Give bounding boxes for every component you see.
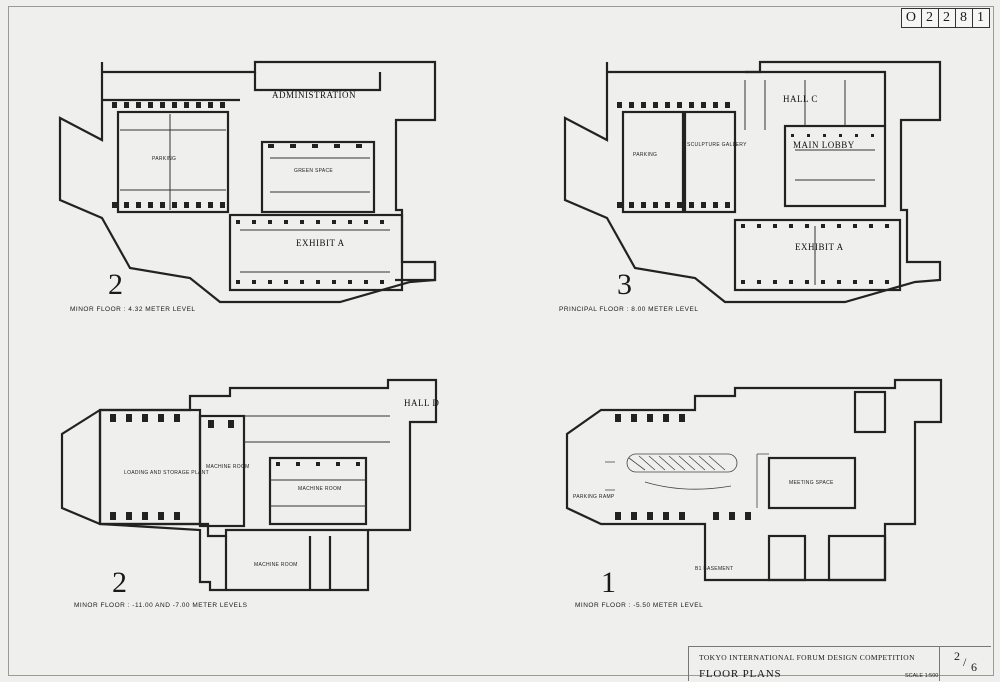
- sheet-number-total: 6: [971, 660, 977, 674]
- drawing-number-part: 8: [955, 9, 972, 27]
- floor-plan-2-lower: HALL D LOADING AND STORAGE PLANT MACHINE…: [40, 370, 460, 620]
- plan-caption: PRINCIPAL FLOOR : 8.00 meter level: [559, 306, 699, 313]
- room-exhibit: EXHIBIT A: [296, 238, 345, 248]
- sheet-number-divider: /: [963, 655, 967, 669]
- plan-caption: MINOR FLOOR : -11.00 and -7.00 meter lev…: [74, 602, 248, 609]
- room-skylight: GREEN SPACE: [294, 168, 333, 174]
- plan-drawing: HALL D LOADING AND STORAGE PLANT MACHINE…: [60, 378, 439, 592]
- floor-plan-2-upper: ADMINISTRATION EXHIBIT A PARKING GREEN S…: [40, 40, 460, 340]
- floor-plan-1: MEETING SPACE PARKING RAMP B1 BASEMENT 1…: [545, 370, 965, 620]
- room-ramp: PARKING RAMP: [573, 494, 615, 500]
- drawing-number-part: 2: [938, 9, 955, 27]
- column-grid-upper: [617, 102, 889, 284]
- floor-plan-3: HALL C MAIN LOBBY EXHIBIT A SCULPTURE GA…: [545, 40, 965, 340]
- room-sculpture: SCULPTURE GALLERY: [687, 142, 747, 148]
- plan-number: 2: [112, 566, 127, 599]
- column-grid-lower: [110, 414, 360, 520]
- room-basement: B1 BASEMENT: [695, 566, 733, 572]
- room-meeting: MEETING SPACE: [789, 480, 834, 486]
- competition-name: TOKYO INTERNATIONAL FORUM DESIGN COMPETI…: [699, 653, 915, 662]
- room-machine: MACHINE ROOM: [206, 464, 250, 470]
- plan-drawing: HALL C MAIN LOBBY EXHIBIT A SCULPTURE GA…: [563, 60, 942, 304]
- room-administration: ADMINISTRATION: [272, 90, 356, 100]
- plan-number: 2: [108, 268, 123, 301]
- room-parking: PARKING: [633, 152, 657, 158]
- room-loading: LOADING AND STORAGE PLANT: [124, 470, 209, 476]
- scale-note: SCALE 1:500: [905, 673, 939, 679]
- column-grid-lower: [615, 414, 751, 520]
- plan-number: 3: [617, 268, 632, 301]
- sheet-border: [8, 6, 994, 676]
- plan-caption: MINOR FLOOR : -5.50 meter level: [575, 602, 704, 609]
- sheet-number-current: 2: [954, 649, 960, 663]
- room-parking: PARKING: [152, 156, 176, 162]
- drawing-number-part: 1: [972, 9, 989, 27]
- plan-drawing: ADMINISTRATION EXHIBIT A PARKING GREEN S…: [58, 60, 437, 304]
- drawing-number-part: 2: [921, 9, 938, 27]
- room-exhibit: EXHIBIT A: [795, 242, 844, 252]
- plan-number: 1: [601, 566, 616, 599]
- plan-caption: MINOR FLOOR : 4.32 meter level: [70, 306, 196, 313]
- room-machine: MACHINE ROOM: [254, 562, 298, 568]
- room-main-lobby: MAIN LOBBY: [793, 140, 855, 150]
- sheet-title: FLOOR PLANS: [699, 668, 782, 680]
- title-block: TOKYO INTERNATIONAL FORUM DESIGN COMPETI…: [688, 646, 991, 681]
- room-hall-d: HALL D: [404, 398, 439, 408]
- room-hall-c: HALL C: [783, 94, 818, 104]
- plan-drawing: MEETING SPACE PARKING RAMP B1 BASEMENT: [565, 378, 943, 582]
- sheet-number: 2 / 6: [939, 646, 992, 681]
- column-grid-upper: [112, 102, 384, 284]
- drawing-number: O 2 2 8 1: [900, 8, 990, 28]
- room-machine: MACHINE ROOM: [298, 486, 342, 492]
- drawing-number-part: O: [905, 10, 917, 25]
